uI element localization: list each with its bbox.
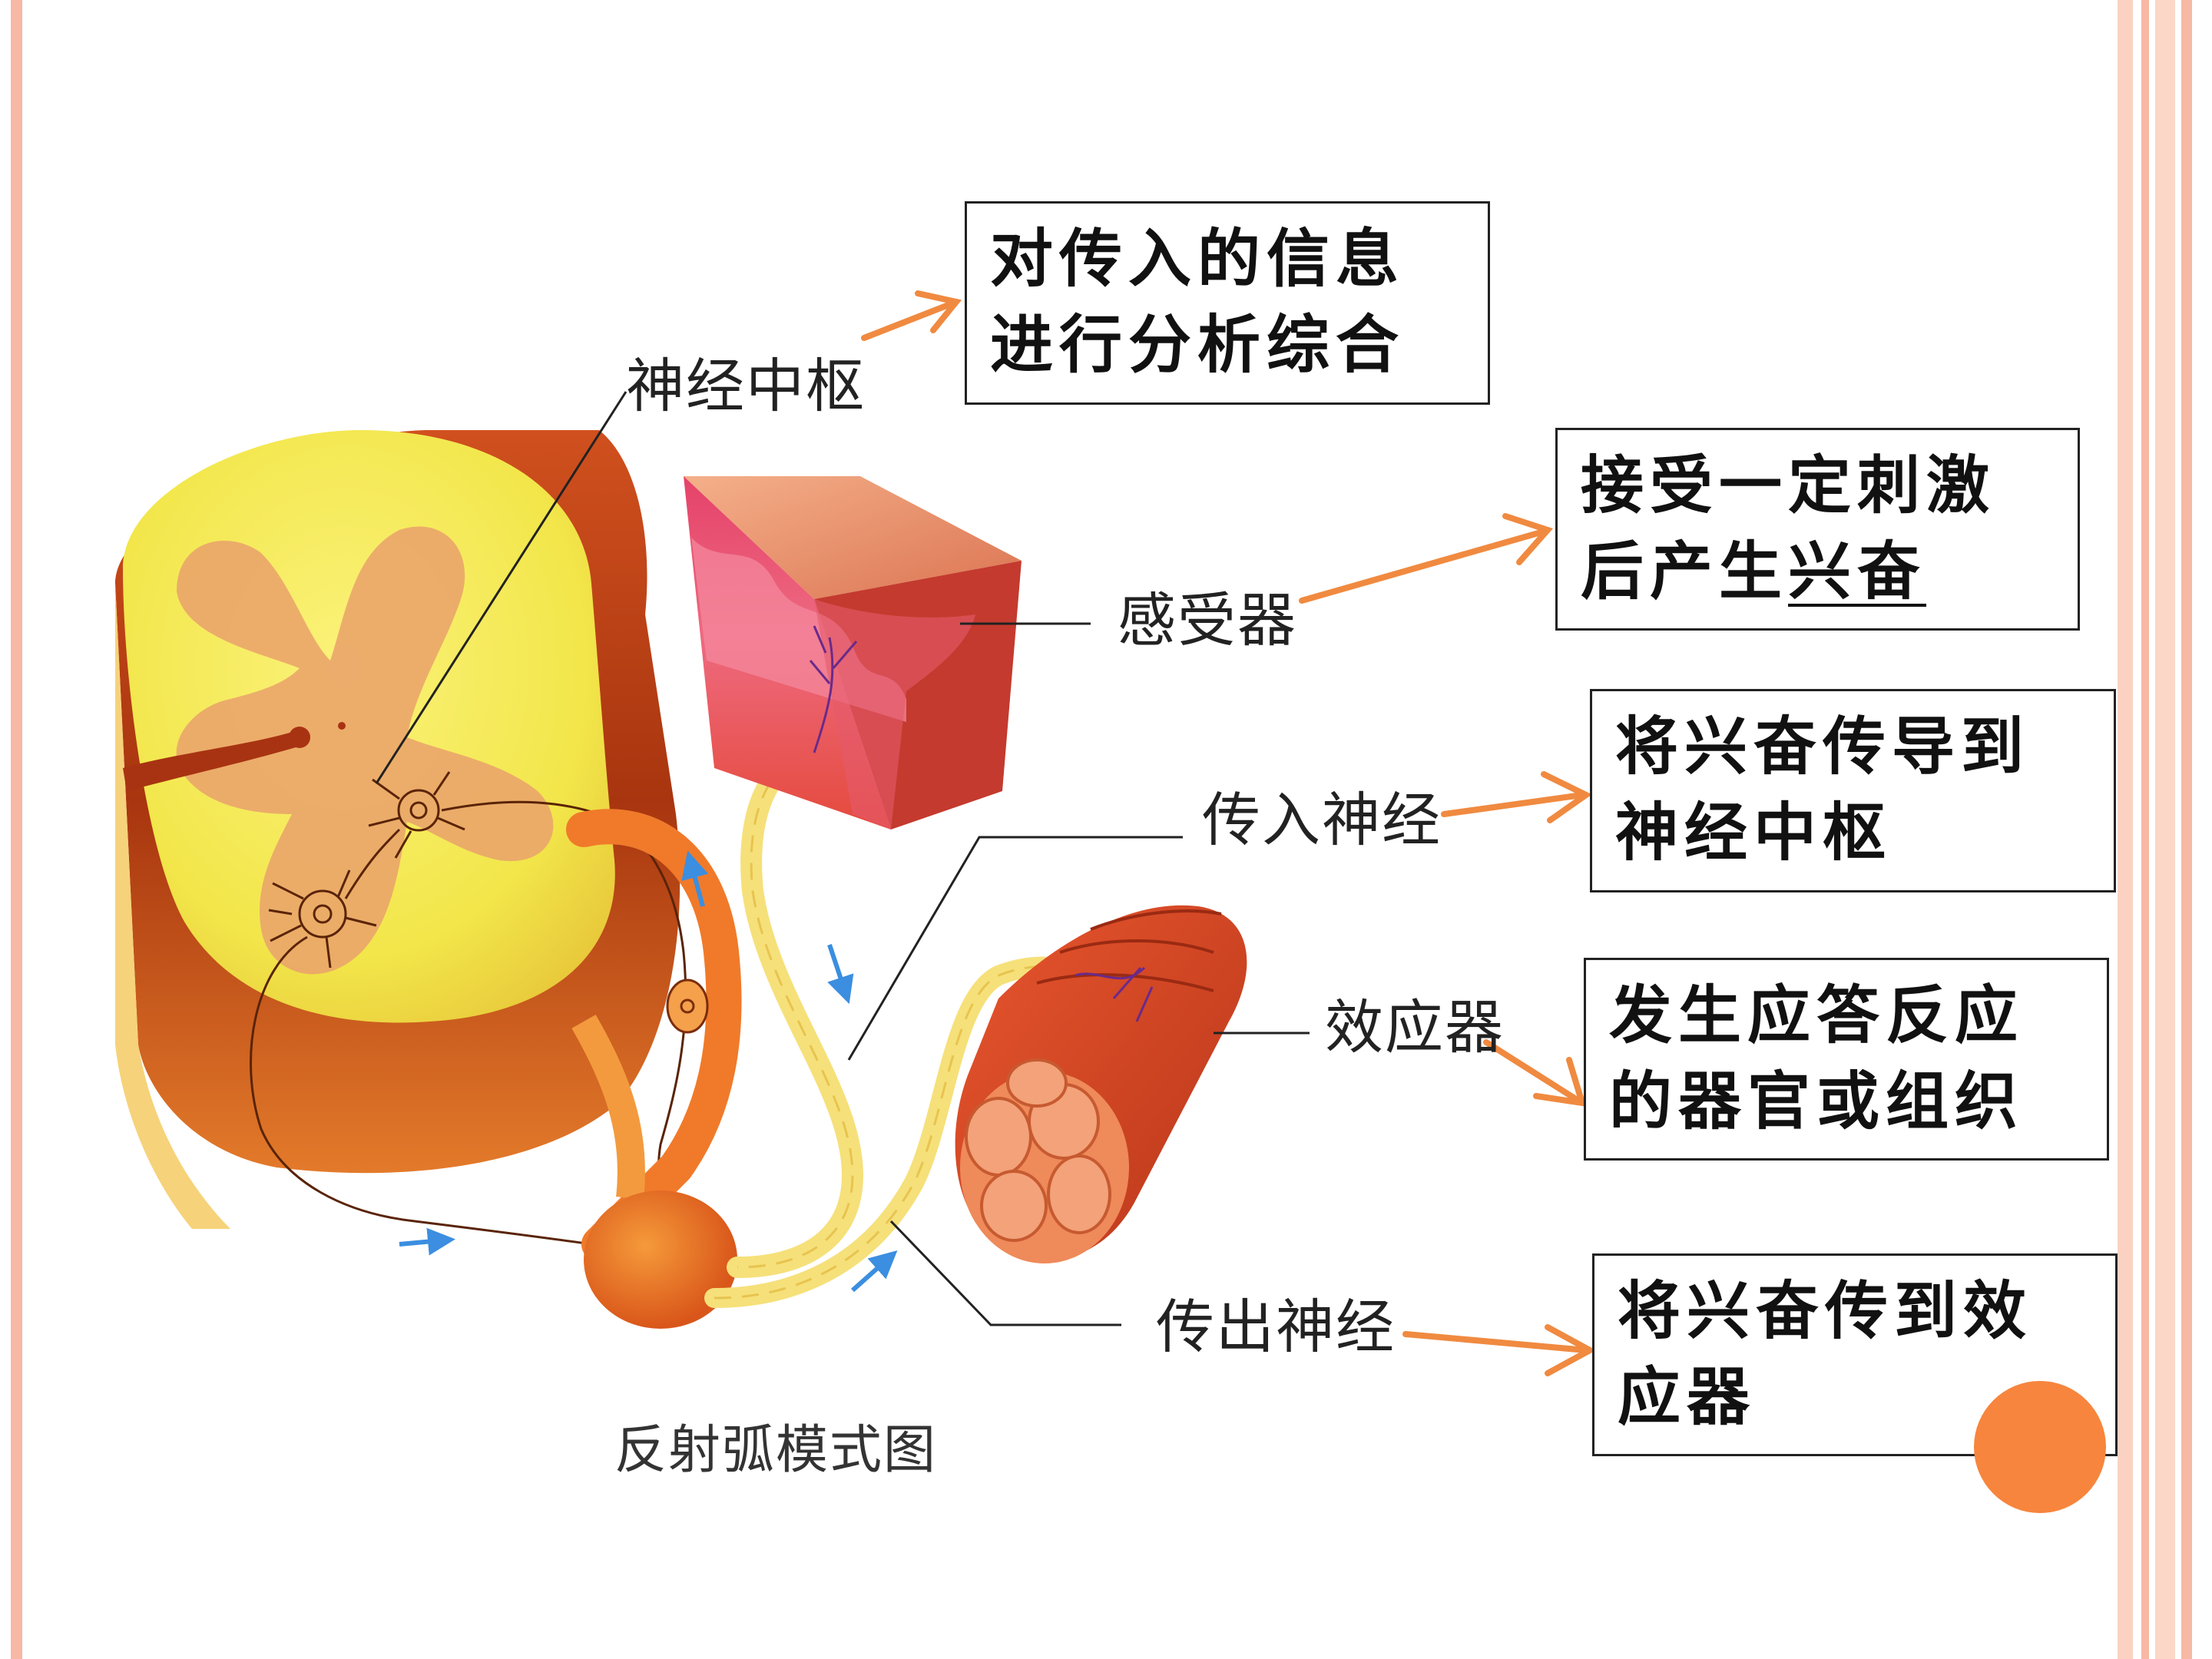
receptor-label: 感受器 xyxy=(1118,586,1297,654)
box-line: 将兴奋传导到 xyxy=(1615,710,2031,783)
box-line: 的器官或组织 xyxy=(1609,1065,2025,1138)
leader-lines xyxy=(375,391,1310,1326)
skin-receptor-illustration xyxy=(684,476,1022,830)
slide-border-right xyxy=(2118,0,2133,1659)
spinal-cord xyxy=(115,430,742,1329)
box-line: 神经中枢 xyxy=(1615,796,1892,869)
effector-label: 效应器 xyxy=(1325,993,1505,1061)
slide-border-right xyxy=(2141,0,2149,1659)
afferent-nerve-label: 传入神经 xyxy=(1202,786,1442,854)
muscle-effector-illustration xyxy=(955,905,1247,1263)
efferent-nerve-label: 传出神经 xyxy=(1156,1293,1396,1361)
box-line-text: 后产生 xyxy=(1581,535,1789,608)
pointer-arrows xyxy=(861,290,1597,1376)
box-line: 后产生兴奋 xyxy=(1581,528,2078,614)
afferent-nerve-fiber xyxy=(727,742,864,1278)
slide-border-right xyxy=(2155,0,2175,1659)
excitation-underlined: 兴奋 xyxy=(1788,535,1927,608)
signal-direction-arrows xyxy=(399,850,898,1293)
nerve-center-label: 神经中枢 xyxy=(626,352,866,420)
effector-function-box: 发生应答反应 的器官或组织 xyxy=(1584,958,2109,1161)
box-line: 将兴奋传到效 xyxy=(1618,1274,2033,1348)
slide-border-left xyxy=(11,0,22,1659)
diagram-caption: 反射弧模式图 xyxy=(614,1420,938,1481)
afferent-nerve-function-box: 将兴奋传导到 神经中枢 xyxy=(1590,689,2116,892)
efferent-nerve-fiber xyxy=(704,956,1101,1308)
nerve-center-function-box: 对传入的信息 进行分析综合 xyxy=(965,201,1490,405)
decorative-orange-dot xyxy=(1974,1381,2106,1513)
box-line: 发生应答反应 xyxy=(1609,979,2025,1052)
box-line: 对传入的信息 xyxy=(990,222,1406,296)
box-line: 进行分析综合 xyxy=(990,308,1406,382)
slide-border-right xyxy=(2181,0,2192,1659)
box-line: 接受一定刺激 xyxy=(1581,449,1996,522)
receptor-function-box: 接受一定刺激 后产生兴奋 xyxy=(1555,428,2080,631)
box-line: 应器 xyxy=(1618,1360,1757,1434)
